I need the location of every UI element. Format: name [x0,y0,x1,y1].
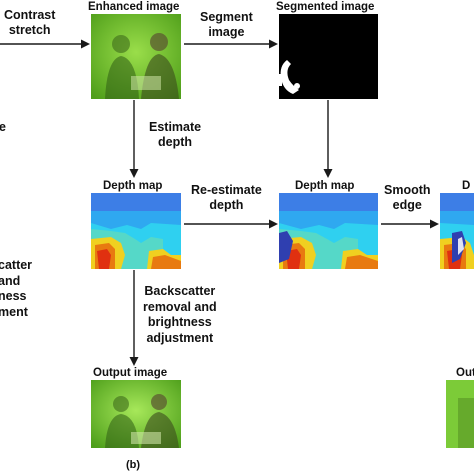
segmented-image [279,14,378,99]
output-image-caption: Output image [93,367,168,379]
output-image [91,380,181,448]
segment-image-step-label: Segment image [200,10,253,39]
depth-map-caption-3-partial: D [462,180,471,192]
depth-map-caption-1: Depth map [103,180,163,192]
depth-map-image-1 [91,193,181,269]
depth-map-image-3-partial [440,193,474,269]
panel-label: (b) [126,459,141,471]
reestimate-depth-step-label: Re-estimate depth [191,183,262,212]
enhanced-image [91,14,181,99]
enhanced-image-caption: Enhanced image [88,1,180,13]
estimate-depth-step-label: Estimate depth [149,120,202,149]
backscatter-removal-step-label: Backscatter removal and brightness adjus… [143,284,217,345]
depth-map-image-2 [279,193,378,269]
smooth-edge-step-label: Smooth edge [384,183,431,212]
partial-label-fragment: e [0,120,6,134]
output-image-2-partial [446,380,474,448]
contrast-stretch-label: Contrast stretch [4,8,56,37]
segmented-image-caption: Segmented image [276,1,375,13]
output-image-caption-2-partial: Out [456,367,474,379]
depth-map-caption-2: Depth map [295,180,355,192]
partial-backscatter-label: catter and ness ment [0,258,33,319]
